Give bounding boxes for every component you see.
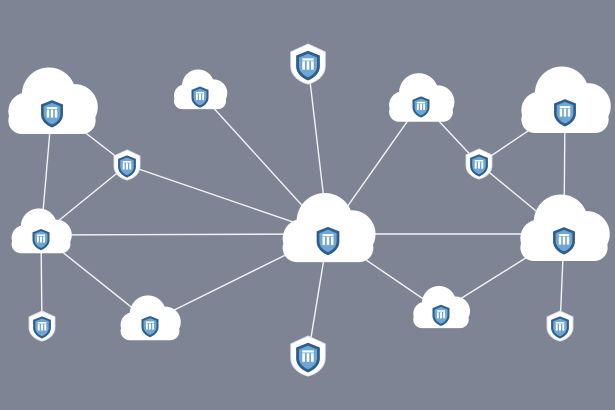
badge-top	[290, 43, 326, 85]
cloud-top-center-left	[173, 69, 228, 110]
badge-lower-left	[28, 310, 56, 342]
cloud-middle-left	[11, 208, 72, 254]
diagram-nodes	[8, 43, 611, 377]
connector-line	[40, 233, 329, 236]
cloud-top-right	[521, 66, 611, 134]
cloud-top-left	[8, 67, 98, 135]
cloud-top-center-right	[389, 73, 455, 122]
badge-upper-right	[465, 148, 493, 180]
cloud-bottom-left	[120, 295, 181, 341]
badge-upper-left	[113, 149, 141, 181]
cloud-bottom-right	[413, 285, 471, 329]
cloud-hub	[282, 192, 376, 263]
cloud-middle-right	[520, 194, 610, 262]
badge-lower-right	[546, 310, 574, 342]
badge-bottom	[290, 335, 326, 377]
